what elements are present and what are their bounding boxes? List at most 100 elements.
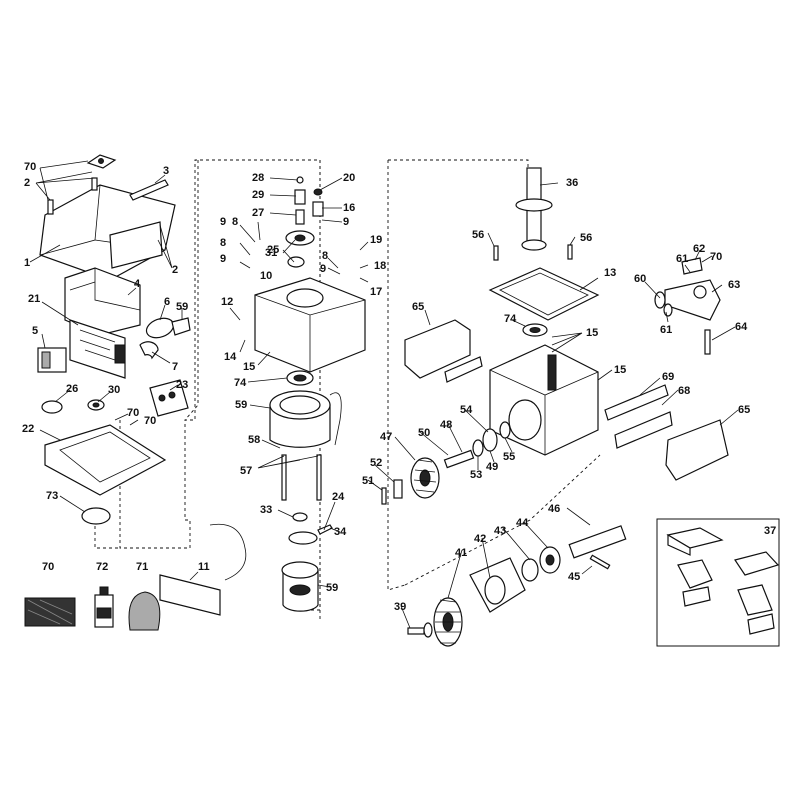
clip-7	[139, 341, 159, 360]
callout-39: 39	[394, 601, 406, 613]
callout-63: 63	[728, 279, 740, 291]
bearing-74-right	[522, 323, 548, 337]
callout-45: 45	[568, 571, 580, 583]
callout-13: 13	[604, 267, 616, 279]
callout-14: 14	[224, 351, 237, 363]
oil-bottle-72	[94, 586, 114, 628]
callout-70: 70	[127, 407, 139, 419]
callout-56: 56	[472, 229, 484, 241]
callout-48: 48	[440, 419, 452, 431]
cover-plate-65	[404, 319, 483, 383]
callout-29: 29	[252, 189, 264, 201]
gland-31-25	[285, 230, 315, 268]
gear-47	[410, 457, 440, 499]
callout-51: 51	[362, 475, 374, 487]
washer-30	[87, 399, 105, 411]
callout-15: 15	[586, 327, 598, 339]
callout-2: 2	[24, 177, 30, 189]
callout-43: 43	[494, 525, 506, 537]
gasket-13	[488, 267, 600, 321]
callout-54: 54	[460, 404, 473, 416]
callout-1: 1	[24, 257, 30, 269]
callout-labels: 70 2 3 1 2 4 21 6 59 5 7 26 30 23 70 70 …	[22, 161, 776, 613]
callout-70: 70	[42, 561, 54, 573]
o-ring-73	[81, 507, 111, 525]
callout-36: 36	[566, 177, 578, 189]
cover-plate-3	[129, 179, 169, 201]
callout-6: 6	[164, 296, 170, 308]
callout-26: 26	[66, 383, 78, 395]
callout-71: 71	[136, 561, 148, 573]
release-lever-63	[664, 257, 721, 321]
callout-65: 65	[738, 404, 750, 416]
callout-9: 9	[343, 216, 349, 228]
leader-lines	[29, 160, 739, 629]
inset-37	[656, 518, 780, 647]
callout-73: 73	[46, 490, 58, 502]
callout-56: 56	[580, 232, 592, 244]
callout-64: 64	[735, 321, 748, 333]
cap-26	[41, 400, 63, 414]
control-housing-4	[64, 267, 141, 336]
callout-4: 4	[134, 278, 141, 290]
callout-46: 46	[548, 503, 560, 515]
capacitor-6	[145, 317, 191, 339]
callout-74: 74	[504, 313, 517, 325]
bolt-51	[381, 487, 387, 505]
center-shaft-28-29-27	[294, 176, 306, 225]
callout-70: 70	[710, 251, 722, 263]
callout-65: 65	[412, 301, 424, 313]
motor-housing-15	[254, 277, 366, 373]
washers-60-61	[654, 291, 673, 317]
callout-8: 8	[232, 216, 238, 228]
callout-47: 47	[380, 431, 392, 443]
callout-8: 8	[220, 237, 226, 249]
callout-59: 59	[235, 399, 247, 411]
bearings-43-44	[521, 546, 561, 582]
callout-59: 59	[176, 301, 188, 313]
callout-44: 44	[516, 517, 529, 529]
callout-42: 42	[474, 533, 486, 545]
callout-61: 61	[676, 253, 688, 265]
callout-30: 30	[108, 384, 120, 396]
pin-45	[589, 554, 611, 570]
callout-34: 34	[334, 526, 347, 538]
callout-52: 52	[370, 457, 382, 469]
output-shaft-36	[515, 167, 553, 251]
sprocket-41	[433, 597, 463, 647]
key-52	[393, 479, 403, 499]
callout-69: 69	[662, 371, 674, 383]
callout-8: 8	[322, 250, 328, 262]
callout-24: 24	[332, 491, 345, 503]
callout-15: 15	[614, 364, 626, 376]
callout-28: 28	[252, 172, 264, 184]
pin-64	[704, 329, 711, 355]
callout-70: 70	[24, 161, 36, 173]
flange-24	[288, 524, 333, 545]
washer-33	[292, 512, 308, 522]
callout-19: 19	[370, 234, 382, 246]
callout-9: 9	[220, 253, 226, 265]
callout-49: 49	[486, 461, 498, 473]
callout-60: 60	[634, 273, 646, 285]
terminal-block-23	[149, 379, 189, 417]
callout-53: 53	[470, 469, 482, 481]
callout-20: 20	[343, 172, 355, 184]
callout-9: 9	[320, 263, 326, 275]
callout-16: 16	[343, 202, 355, 214]
grease-pouch-71	[128, 591, 161, 631]
callout-18: 18	[374, 260, 386, 272]
callout-70: 70	[144, 415, 156, 427]
callout-58: 58	[248, 434, 260, 446]
key-cap-70	[86, 154, 117, 169]
callout-15: 15	[243, 361, 255, 373]
callout-27: 27	[252, 207, 264, 219]
studs-57	[281, 454, 322, 501]
bolt-washer-39	[407, 622, 433, 638]
callout-41: 41	[455, 547, 467, 559]
callout-5: 5	[32, 325, 38, 337]
callout-23: 23	[176, 379, 188, 391]
callout-33: 33	[260, 504, 272, 516]
callout-59: 59	[326, 582, 338, 594]
